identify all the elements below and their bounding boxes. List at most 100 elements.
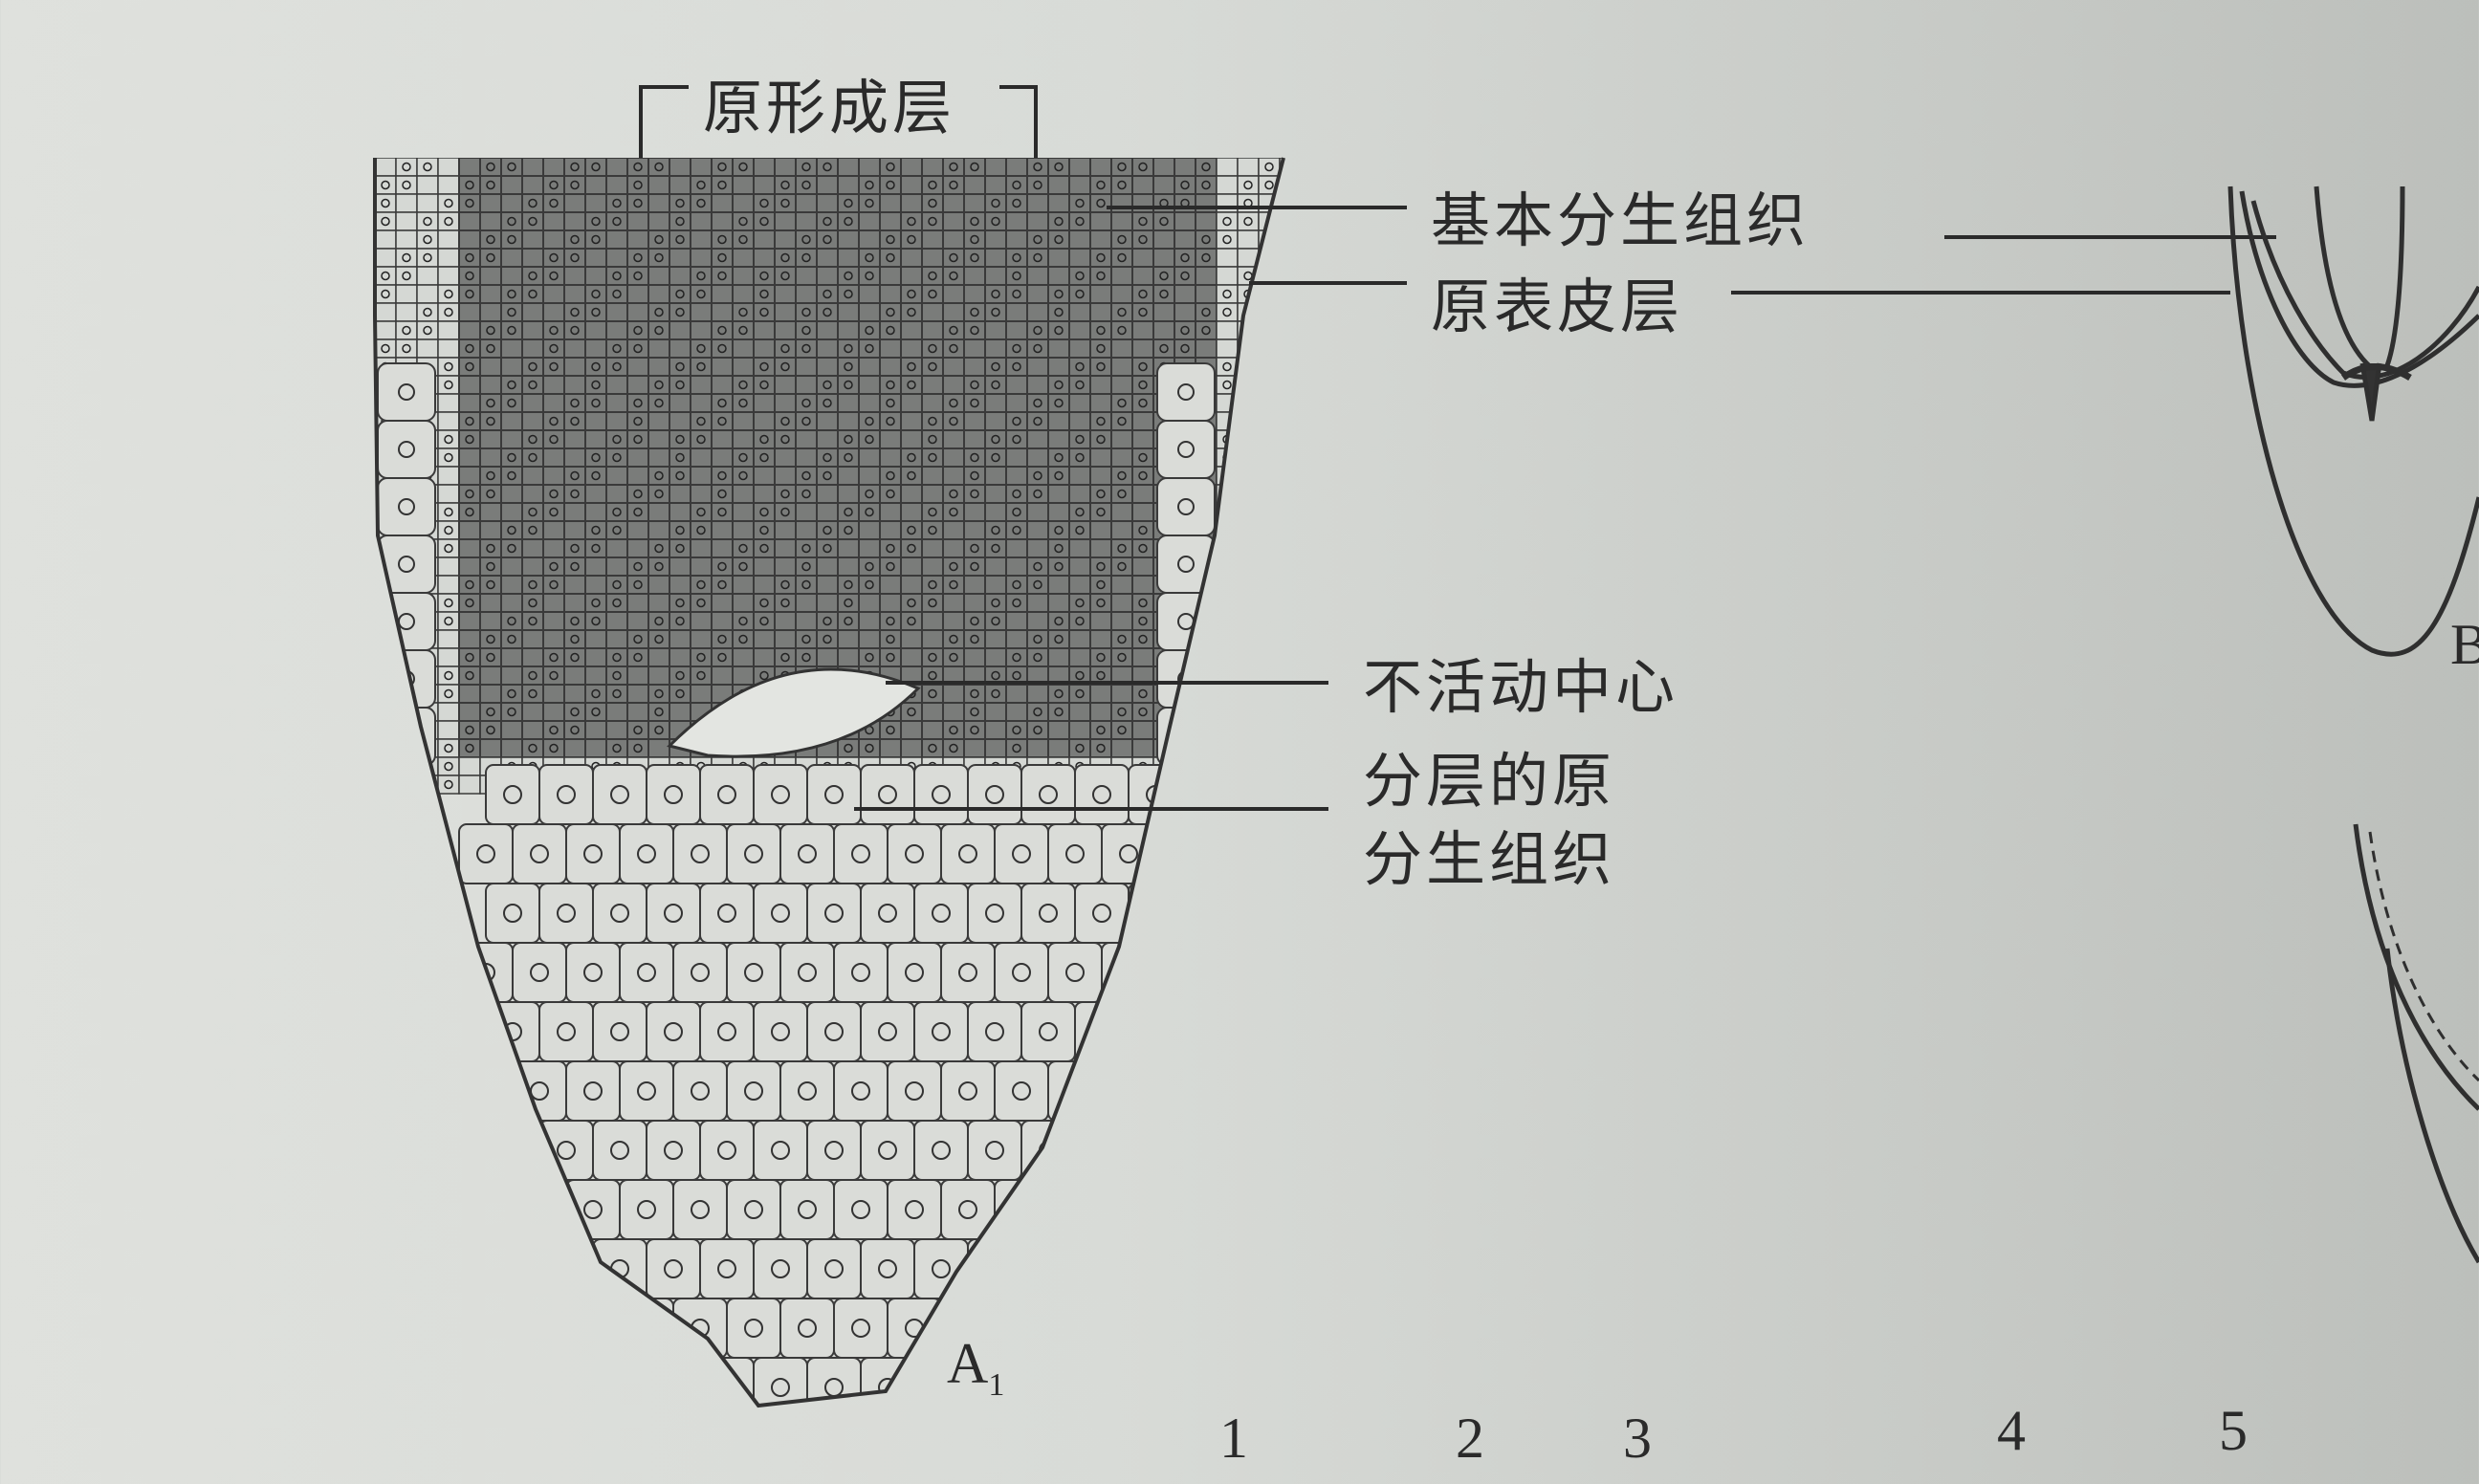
number-5: 5 [2219,1399,2248,1462]
cell [500,302,523,322]
cell [837,556,860,577]
cell [858,484,881,504]
cell [565,1179,621,1240]
cell-nucleus [780,507,790,517]
cell [458,357,481,377]
cell [605,357,628,377]
cell-nucleus [1054,234,1064,245]
cell-nucleus [1243,343,1253,354]
cell [774,502,797,522]
cell [563,611,586,631]
cell [732,556,755,577]
cell [795,429,818,449]
cell [732,647,755,667]
cell-nucleus [591,398,601,408]
cell [833,942,888,1003]
cell [753,538,776,558]
cell [584,738,607,758]
cell-nucleus [557,785,576,804]
cell [837,338,860,359]
cell-nucleus [444,670,453,681]
cell [806,1357,862,1406]
cell [984,629,1007,649]
cell [669,702,691,722]
cell [1152,266,1175,286]
cell [1237,302,1260,322]
cell-nucleus [1054,525,1064,535]
cell [437,684,460,704]
cell-nucleus [801,416,811,426]
cell [774,248,797,268]
cell [690,484,713,504]
cell [1110,193,1133,213]
cell-nucleus [1054,688,1064,699]
cell [732,338,755,359]
cell-nucleus [1117,234,1127,245]
cell-nucleus [958,963,977,982]
cell [1174,229,1196,250]
cell [963,629,986,649]
cell-nucleus [844,743,853,753]
cell-nucleus [1033,725,1042,735]
cell-nucleus [985,1141,1004,1160]
cell-nucleus [1173,844,1192,863]
cell [479,611,502,631]
cell [375,629,397,649]
cell-nucleus [1012,1319,1031,1338]
cell [921,702,944,722]
cell [858,611,881,631]
cell [1237,429,1260,449]
cell-nucleus [381,670,390,681]
cell-nucleus [591,380,601,390]
cell [521,229,544,250]
cell-nucleus [528,525,537,535]
cell [1110,411,1133,431]
cell [1110,593,1133,613]
cell-nucleus [865,325,874,336]
cell-nucleus [1096,361,1106,372]
cell [565,823,621,884]
cell [690,302,713,322]
cell-nucleus [985,1259,1004,1278]
cell [605,193,628,213]
cell-nucleus [1264,252,1274,263]
cell [1089,520,1112,540]
cell-nucleus [570,634,580,644]
cell [1181,1238,1237,1299]
cell [1068,338,1091,359]
cell [538,1120,594,1181]
cell [1237,775,1260,795]
cell-nucleus [970,162,979,172]
cell [1026,538,1049,558]
cell-nucleus [486,725,495,735]
cell [1047,1298,1103,1359]
cell-nucleus [991,452,1000,463]
cell-nucleus [1173,1200,1192,1219]
cell [942,684,965,704]
cell [521,302,544,322]
cell [584,556,607,577]
cell [816,593,839,613]
cell [626,193,649,213]
cell [753,629,776,649]
cell [913,1001,969,1062]
cell [795,538,818,558]
cell [542,556,565,577]
cell [542,466,565,486]
cell-nucleus [591,688,601,699]
cell [1089,375,1112,395]
cell-nucleus [970,616,979,626]
cell-nucleus [1065,1200,1085,1219]
cell [1258,538,1281,558]
cell [900,575,923,595]
cell [1279,520,1283,540]
cell [1279,502,1283,522]
cell [1174,320,1196,340]
cell-nucleus [1012,670,1021,681]
cell [963,357,986,377]
cell [837,429,860,449]
cell [900,338,923,359]
cell-nucleus [1096,271,1106,281]
cell [437,593,460,613]
cell [774,466,797,486]
